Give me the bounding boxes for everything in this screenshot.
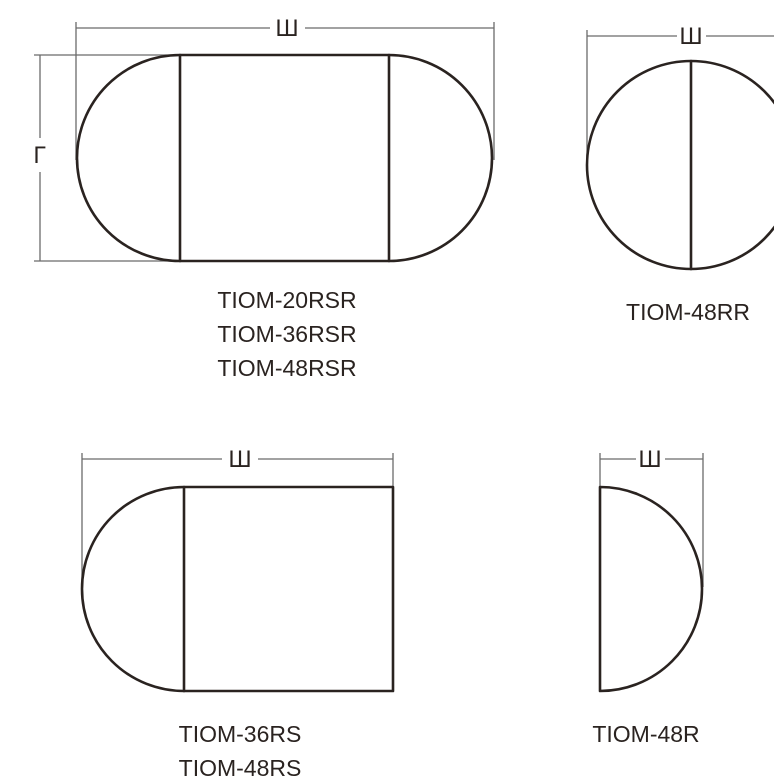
diagram-rsr: Ш Г TIOM-20RSR TIOM-36RSR TIOM-48RSR (33, 17, 495, 381)
width-label-rsr: Ш (275, 17, 299, 42)
model-label: TIOM-48R (592, 721, 699, 747)
width-label-r: Ш (638, 448, 662, 473)
model-label: TIOM-48RR (626, 299, 750, 325)
table-outline-rr (585, 59, 774, 271)
model-label: TIOM-48RSR (217, 355, 356, 381)
model-label: TIOM-48RS (179, 755, 302, 781)
table-outline-rs (80, 485, 395, 693)
model-label: TIOM-36RSR (217, 321, 356, 347)
width-dimension-rs: Ш (81, 448, 394, 587)
width-label-rs: Ш (228, 448, 252, 473)
diagram-rs: Ш TIOM-36RS TIOM-48RS (80, 448, 395, 781)
table-outline-rsr (75, 53, 494, 263)
model-label: TIOM-20RSR (217, 287, 356, 313)
model-label: TIOM-36RS (179, 721, 302, 747)
width-dimension-rsr: Ш (75, 17, 495, 160)
diagram-r: Ш TIOM-48R (592, 448, 704, 747)
width-dimension-r: Ш (599, 448, 704, 587)
diagram-rr: Ш TIOM-48RR (585, 25, 774, 325)
length-dimension-rsr: Г (33, 54, 180, 262)
length-label-rsr: Г (33, 144, 46, 169)
width-label-rr: Ш (679, 25, 703, 50)
table-outline-r (598, 485, 704, 693)
width-dimension-rr: Ш (586, 25, 774, 160)
